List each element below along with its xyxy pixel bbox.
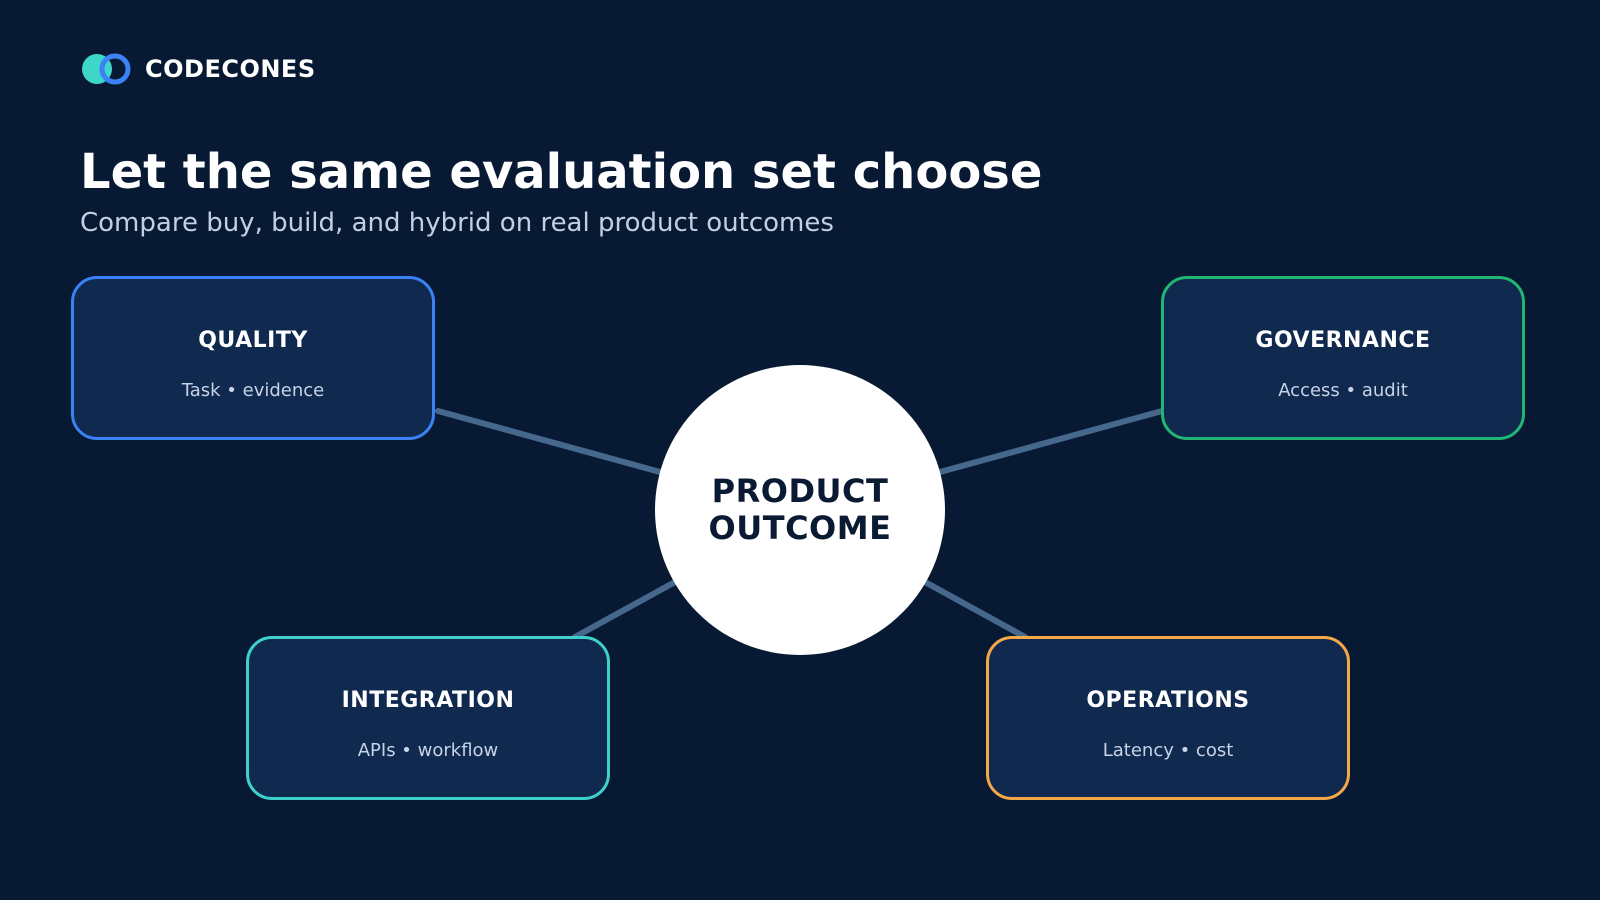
product-outcome-hub: PRODUCT OUTCOME bbox=[655, 365, 945, 655]
connector-integration bbox=[572, 579, 678, 640]
governance-subtitle: Access • audit bbox=[1278, 380, 1408, 401]
quality-title: QUALITY bbox=[198, 328, 308, 353]
hub-label-line-2: OUTCOME bbox=[708, 509, 892, 547]
quality-subtitle: Task • evidence bbox=[181, 380, 325, 401]
operations-subtitle: Latency • cost bbox=[1102, 740, 1234, 761]
connector-operations bbox=[922, 579, 1028, 640]
brand-name: CODECONES bbox=[145, 55, 316, 83]
operations-node: OPERATIONS Latency • cost bbox=[986, 636, 1350, 800]
quality-node: QUALITY Task • evidence bbox=[71, 276, 435, 440]
integration-subtitle: APIs • workflow bbox=[357, 740, 499, 761]
governance-node: GOVERNANCE Access • audit bbox=[1161, 276, 1525, 440]
integration-title: INTEGRATION bbox=[341, 688, 515, 713]
connector-governance bbox=[937, 408, 1165, 475]
logo-mark-icon bbox=[82, 53, 131, 85]
page-title: Let the same evaluation set choose bbox=[80, 144, 1043, 200]
brand-logo: CODECONES bbox=[81, 53, 316, 85]
operations-title: OPERATIONS bbox=[1086, 688, 1250, 713]
page-subtitle: Compare buy, build, and hybrid on real p… bbox=[80, 208, 834, 238]
connector-quality bbox=[435, 408, 663, 475]
integration-node: INTEGRATION APIs • workflow bbox=[246, 636, 610, 800]
governance-title: GOVERNANCE bbox=[1255, 328, 1431, 353]
hub-label-line-1: PRODUCT bbox=[711, 472, 889, 510]
